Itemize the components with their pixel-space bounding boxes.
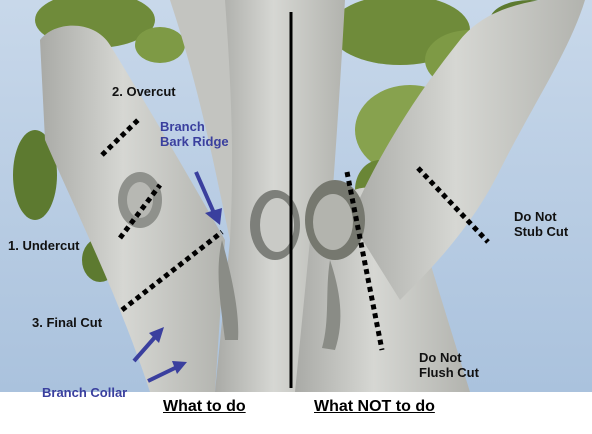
bark-ridge-arrow [194,171,216,214]
flush-cut-line [344,171,385,351]
undercut-line [118,183,162,240]
tree-bark [40,0,585,392]
arrows [132,171,222,383]
collar-arrow-upper [132,334,158,363]
do-not-stub-cut-label: Do Not Stub Cut [514,209,568,239]
tree-pruning-photo [0,0,592,392]
bark-ridge-arrowhead [205,208,222,225]
branch-bark-ridge-label-line1: Branch [160,119,205,134]
final-cut-label: 3. Final Cut [32,315,103,330]
collar-arrowhead-lower [172,361,187,374]
collar-arrowhead-upper [149,327,164,343]
branch-bark-ridge-label-line2: Bark Ridge [160,134,229,149]
cut-lines [100,118,490,351]
do-not-flush-cut-label-line2: Flush Cut [419,365,479,380]
do-not-stub-cut-label-line2: Stub Cut [514,224,569,239]
do-not-flush-cut-label-line1: Do Not [419,350,462,365]
branch-collar-label: Branch Collar [42,385,128,400]
undercut-label: 1. Undercut [8,238,80,253]
do-not-flush-cut-label: Do Not Flush Cut [419,350,479,380]
stub-cut-line [416,166,490,244]
do-not-stub-cut-label-line1: Do Not [514,209,557,224]
collar-arrow-lower [147,365,178,383]
branch-bark-ridge-label: Branch Bark Ridge [160,119,229,149]
overcut-label: 2. Overcut [112,84,176,99]
final-cut-line [120,230,224,312]
what-to-do-caption: What to do [163,398,246,415]
what-not-to-do-caption: What NOT to do [314,398,435,415]
